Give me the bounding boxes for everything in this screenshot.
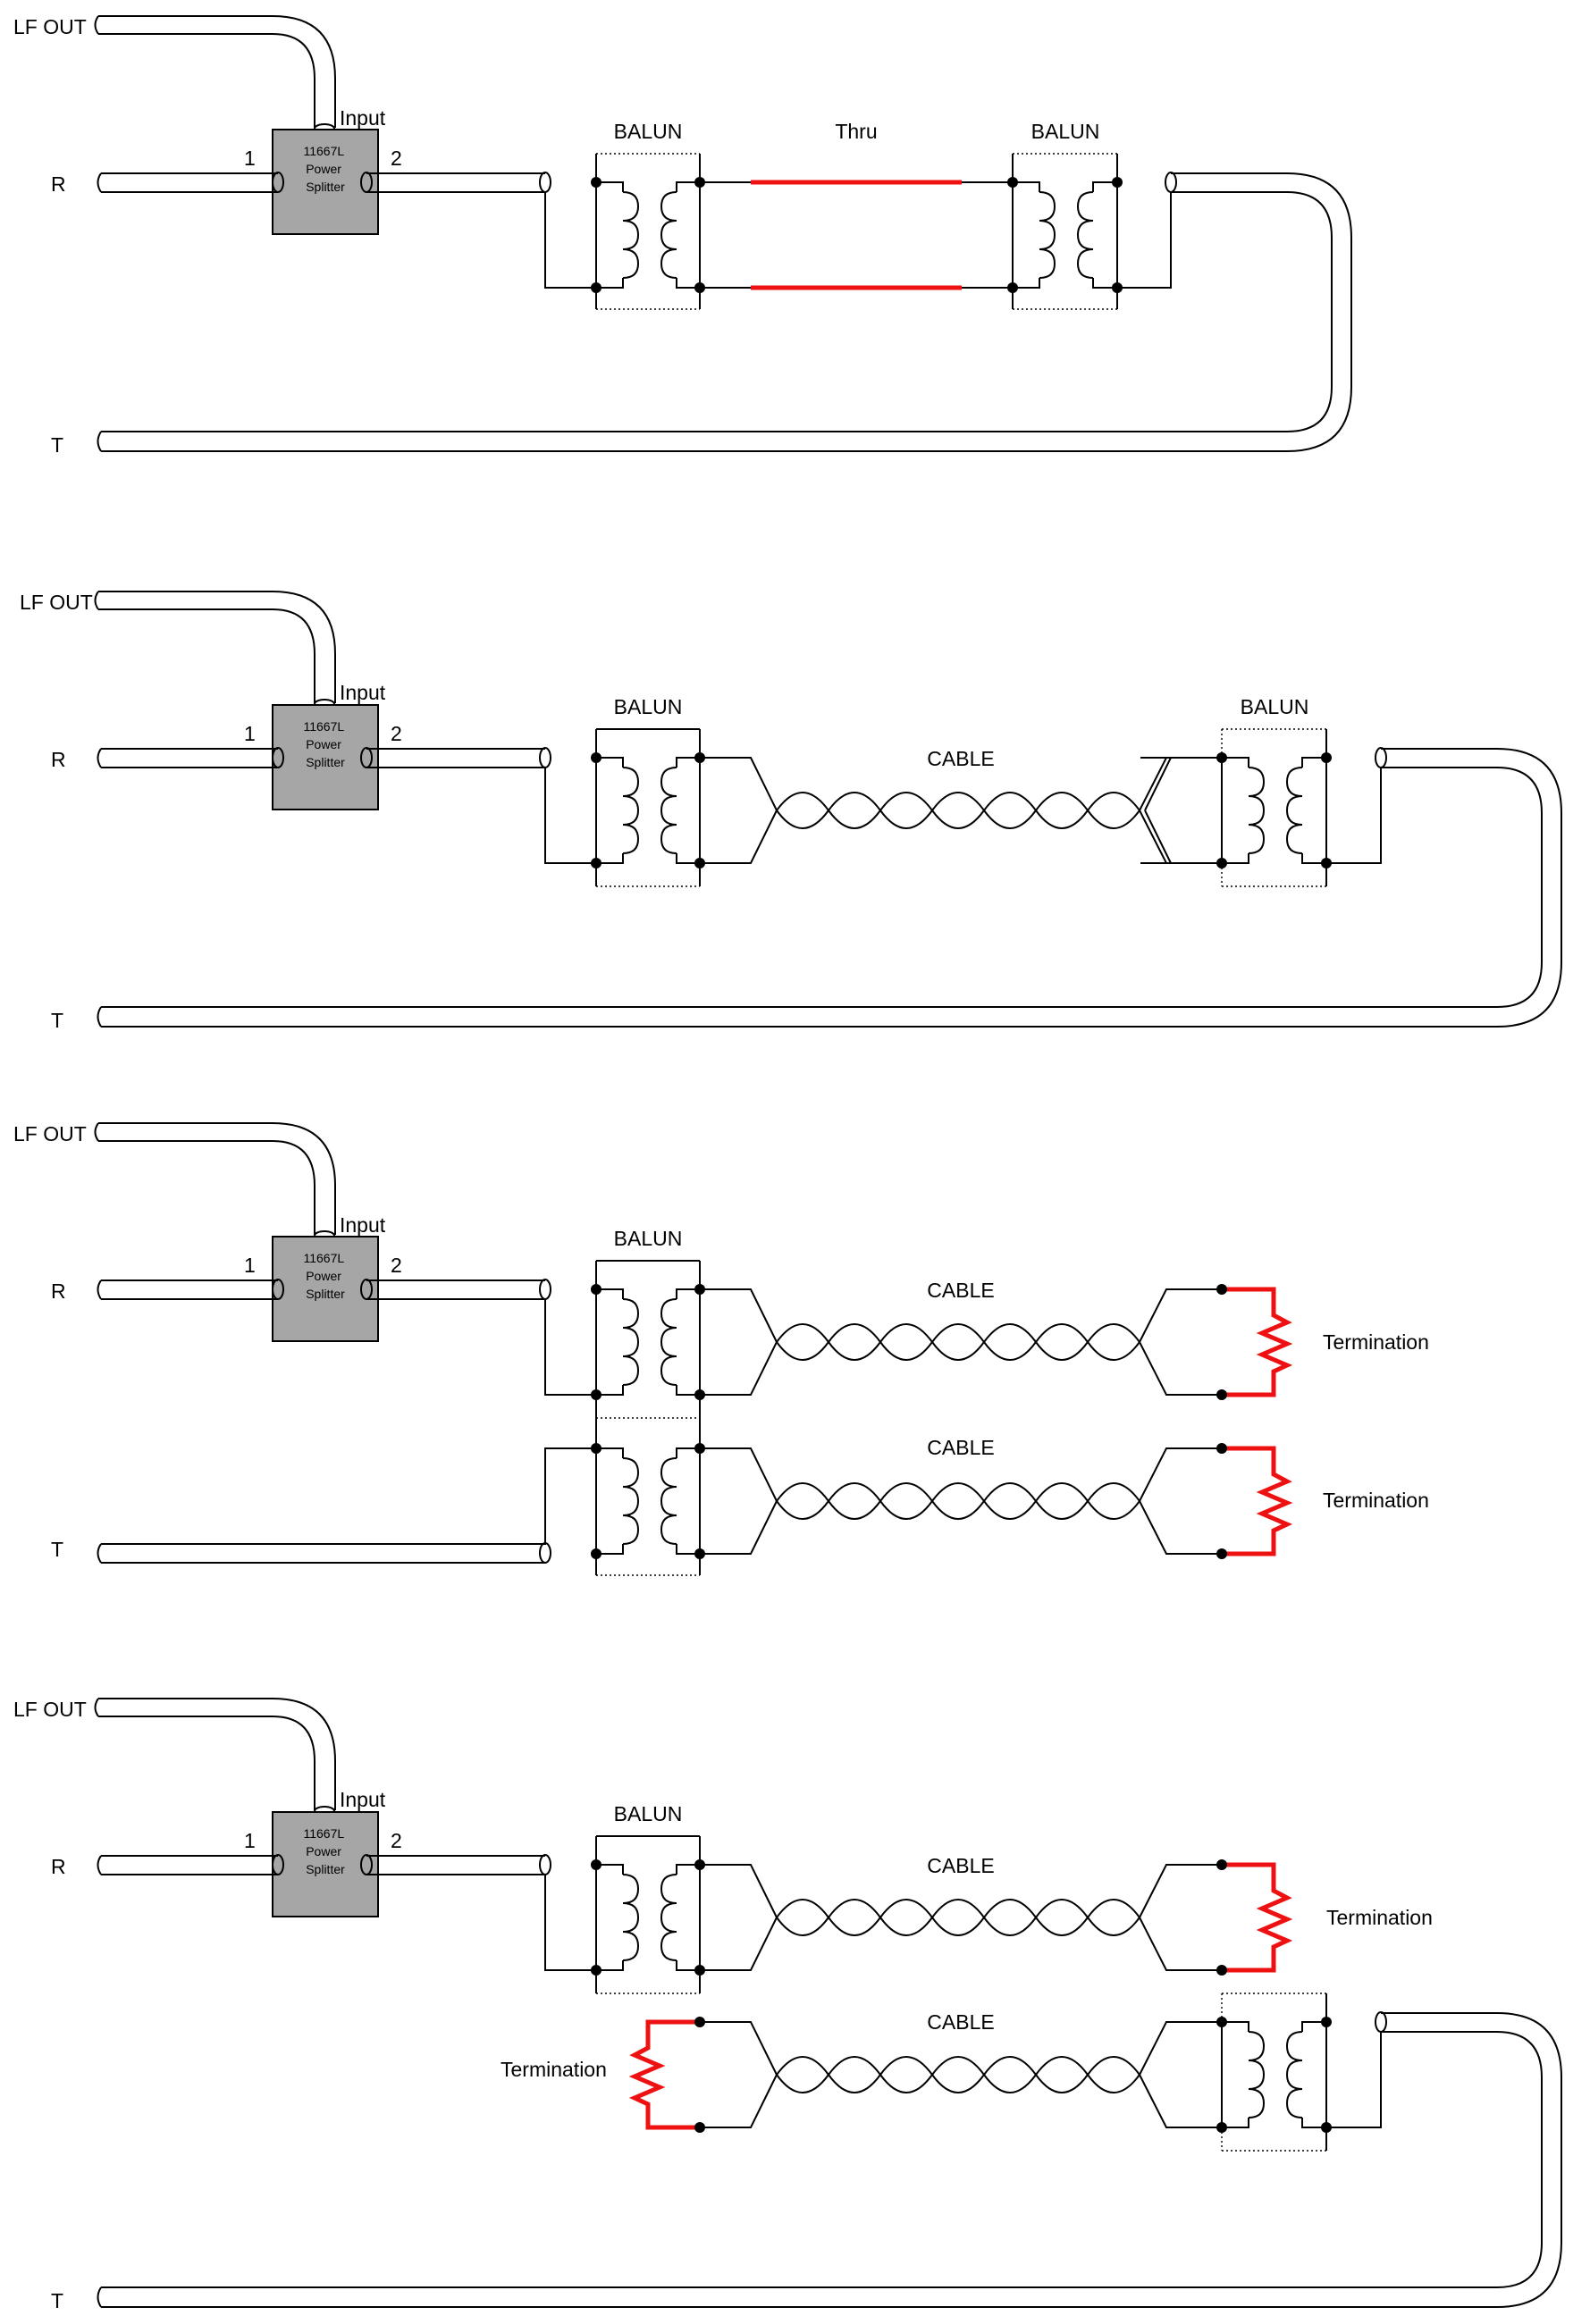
twisted-pair-cable-bottom (700, 1447, 1222, 1555)
splitter-input-label: Input (340, 681, 386, 704)
panel-two-cable-termination: LF OUT R T Input 1 2 11667L Power Splitt… (13, 1122, 1429, 1576)
t-port-cable (101, 1543, 545, 1564)
termination-left (628, 2017, 705, 2133)
cable-top-label: CABLE (927, 1854, 994, 1877)
t-return-cable (101, 172, 1352, 452)
lf-out-cable (98, 591, 336, 703)
lf-out-cable (98, 1698, 336, 1810)
splitter-input-label: Input (340, 1213, 386, 1237)
splitter-input-label: Input (340, 1788, 386, 1811)
balun-left-label: BALUN (614, 120, 683, 143)
thru-label: Thru (835, 120, 877, 143)
twisted-pair-cable (700, 757, 1222, 864)
lf-out-cable (98, 1122, 336, 1235)
balun-right (1216, 728, 1382, 887)
splitter-text: 11667L Power Splitter (303, 1826, 347, 1876)
twisted-pair-cable-bottom (700, 2021, 1222, 2128)
balun-left-label: BALUN (614, 695, 683, 718)
splitter-port2-label: 2 (391, 722, 402, 745)
r-port-cable (101, 172, 278, 193)
cable-label: CABLE (927, 747, 994, 770)
panel-cable-through: LF OUT R T Input 1 2 11667L Power Splitt… (20, 591, 1562, 1032)
t-port-label: T (51, 433, 63, 457)
r-port-cable (101, 1279, 278, 1300)
balun-left (544, 153, 705, 310)
t-port-label: T (51, 1538, 63, 1561)
r-port-cable (101, 1855, 278, 1875)
panel-thru: LF OUT R T Input 1 2 11667L Power Splitt… (13, 15, 1352, 457)
panel-cable-far-end: LF OUT R T Input 1 2 11667L Power Splitt… (13, 1698, 1562, 2312)
cable-bottom-label: CABLE (927, 2010, 994, 2034)
splitter-port1-label: 1 (244, 1254, 256, 1277)
splitter-text: 11667L Power Splitter (303, 1251, 347, 1301)
r-port-label: R (51, 748, 66, 771)
balun-right (1007, 153, 1172, 310)
lf-out-label: LF OUT (13, 1698, 87, 1721)
balun-left (544, 728, 705, 887)
cable-top-label: CABLE (927, 1279, 994, 1302)
splitter-port1-label: 1 (244, 722, 256, 745)
lf-out-label: LF OUT (13, 1122, 87, 1145)
r-port-label: R (51, 172, 66, 196)
splitter-text: 11667L Power Splitter (303, 144, 347, 194)
splitter-port1-label: 1 (244, 147, 256, 170)
termination-top (1216, 1859, 1293, 1976)
r-port-label: R (51, 1279, 66, 1303)
cable-bottom-label: CABLE (927, 1436, 994, 1459)
splitter-text: 11667L Power Splitter (303, 719, 347, 769)
splitter-port1-label: 1 (244, 1829, 256, 1852)
t-port-label: T (51, 2289, 63, 2312)
r-port-label: R (51, 1855, 66, 1878)
t-return-cable (101, 2012, 1562, 2308)
balun-far-end (1216, 1993, 1382, 2152)
r-port-cable (101, 748, 278, 768)
twisted-pair-cable-top (700, 1864, 1222, 1971)
splitter-input-label: Input (340, 106, 386, 130)
termination-left-label: Termination (501, 2058, 607, 2081)
splitter-port2-label: 2 (391, 147, 402, 170)
port2-cable (366, 1855, 545, 1875)
twisted-pair-cable-top (700, 1288, 1222, 1396)
balun-right-label: BALUN (1031, 120, 1100, 143)
balun-left (544, 1835, 705, 1994)
termination-top-label: Termination (1326, 1906, 1433, 1929)
t-return-cable (101, 748, 1562, 1028)
termination-bottom-label: Termination (1323, 1489, 1429, 1512)
termination-top (1216, 1284, 1293, 1400)
splitter-port2-label: 2 (391, 1829, 402, 1852)
splitter-port2-label: 2 (391, 1254, 402, 1277)
lf-out-cable (98, 15, 336, 128)
lf-out-label: LF OUT (20, 591, 93, 614)
balun-label: BALUN (614, 1227, 683, 1250)
t-port-label: T (51, 1009, 63, 1032)
termination-top-label: Termination (1323, 1330, 1429, 1354)
port2-cable (366, 172, 545, 193)
port2-cable (366, 1279, 545, 1300)
balun-right-label: BALUN (1241, 695, 1309, 718)
balun-left-label: BALUN (614, 1802, 683, 1825)
balun-dual (544, 1260, 705, 1576)
port2-cable (366, 748, 545, 768)
termination-bottom (1216, 1443, 1293, 1559)
lf-out-label: LF OUT (13, 15, 87, 38)
